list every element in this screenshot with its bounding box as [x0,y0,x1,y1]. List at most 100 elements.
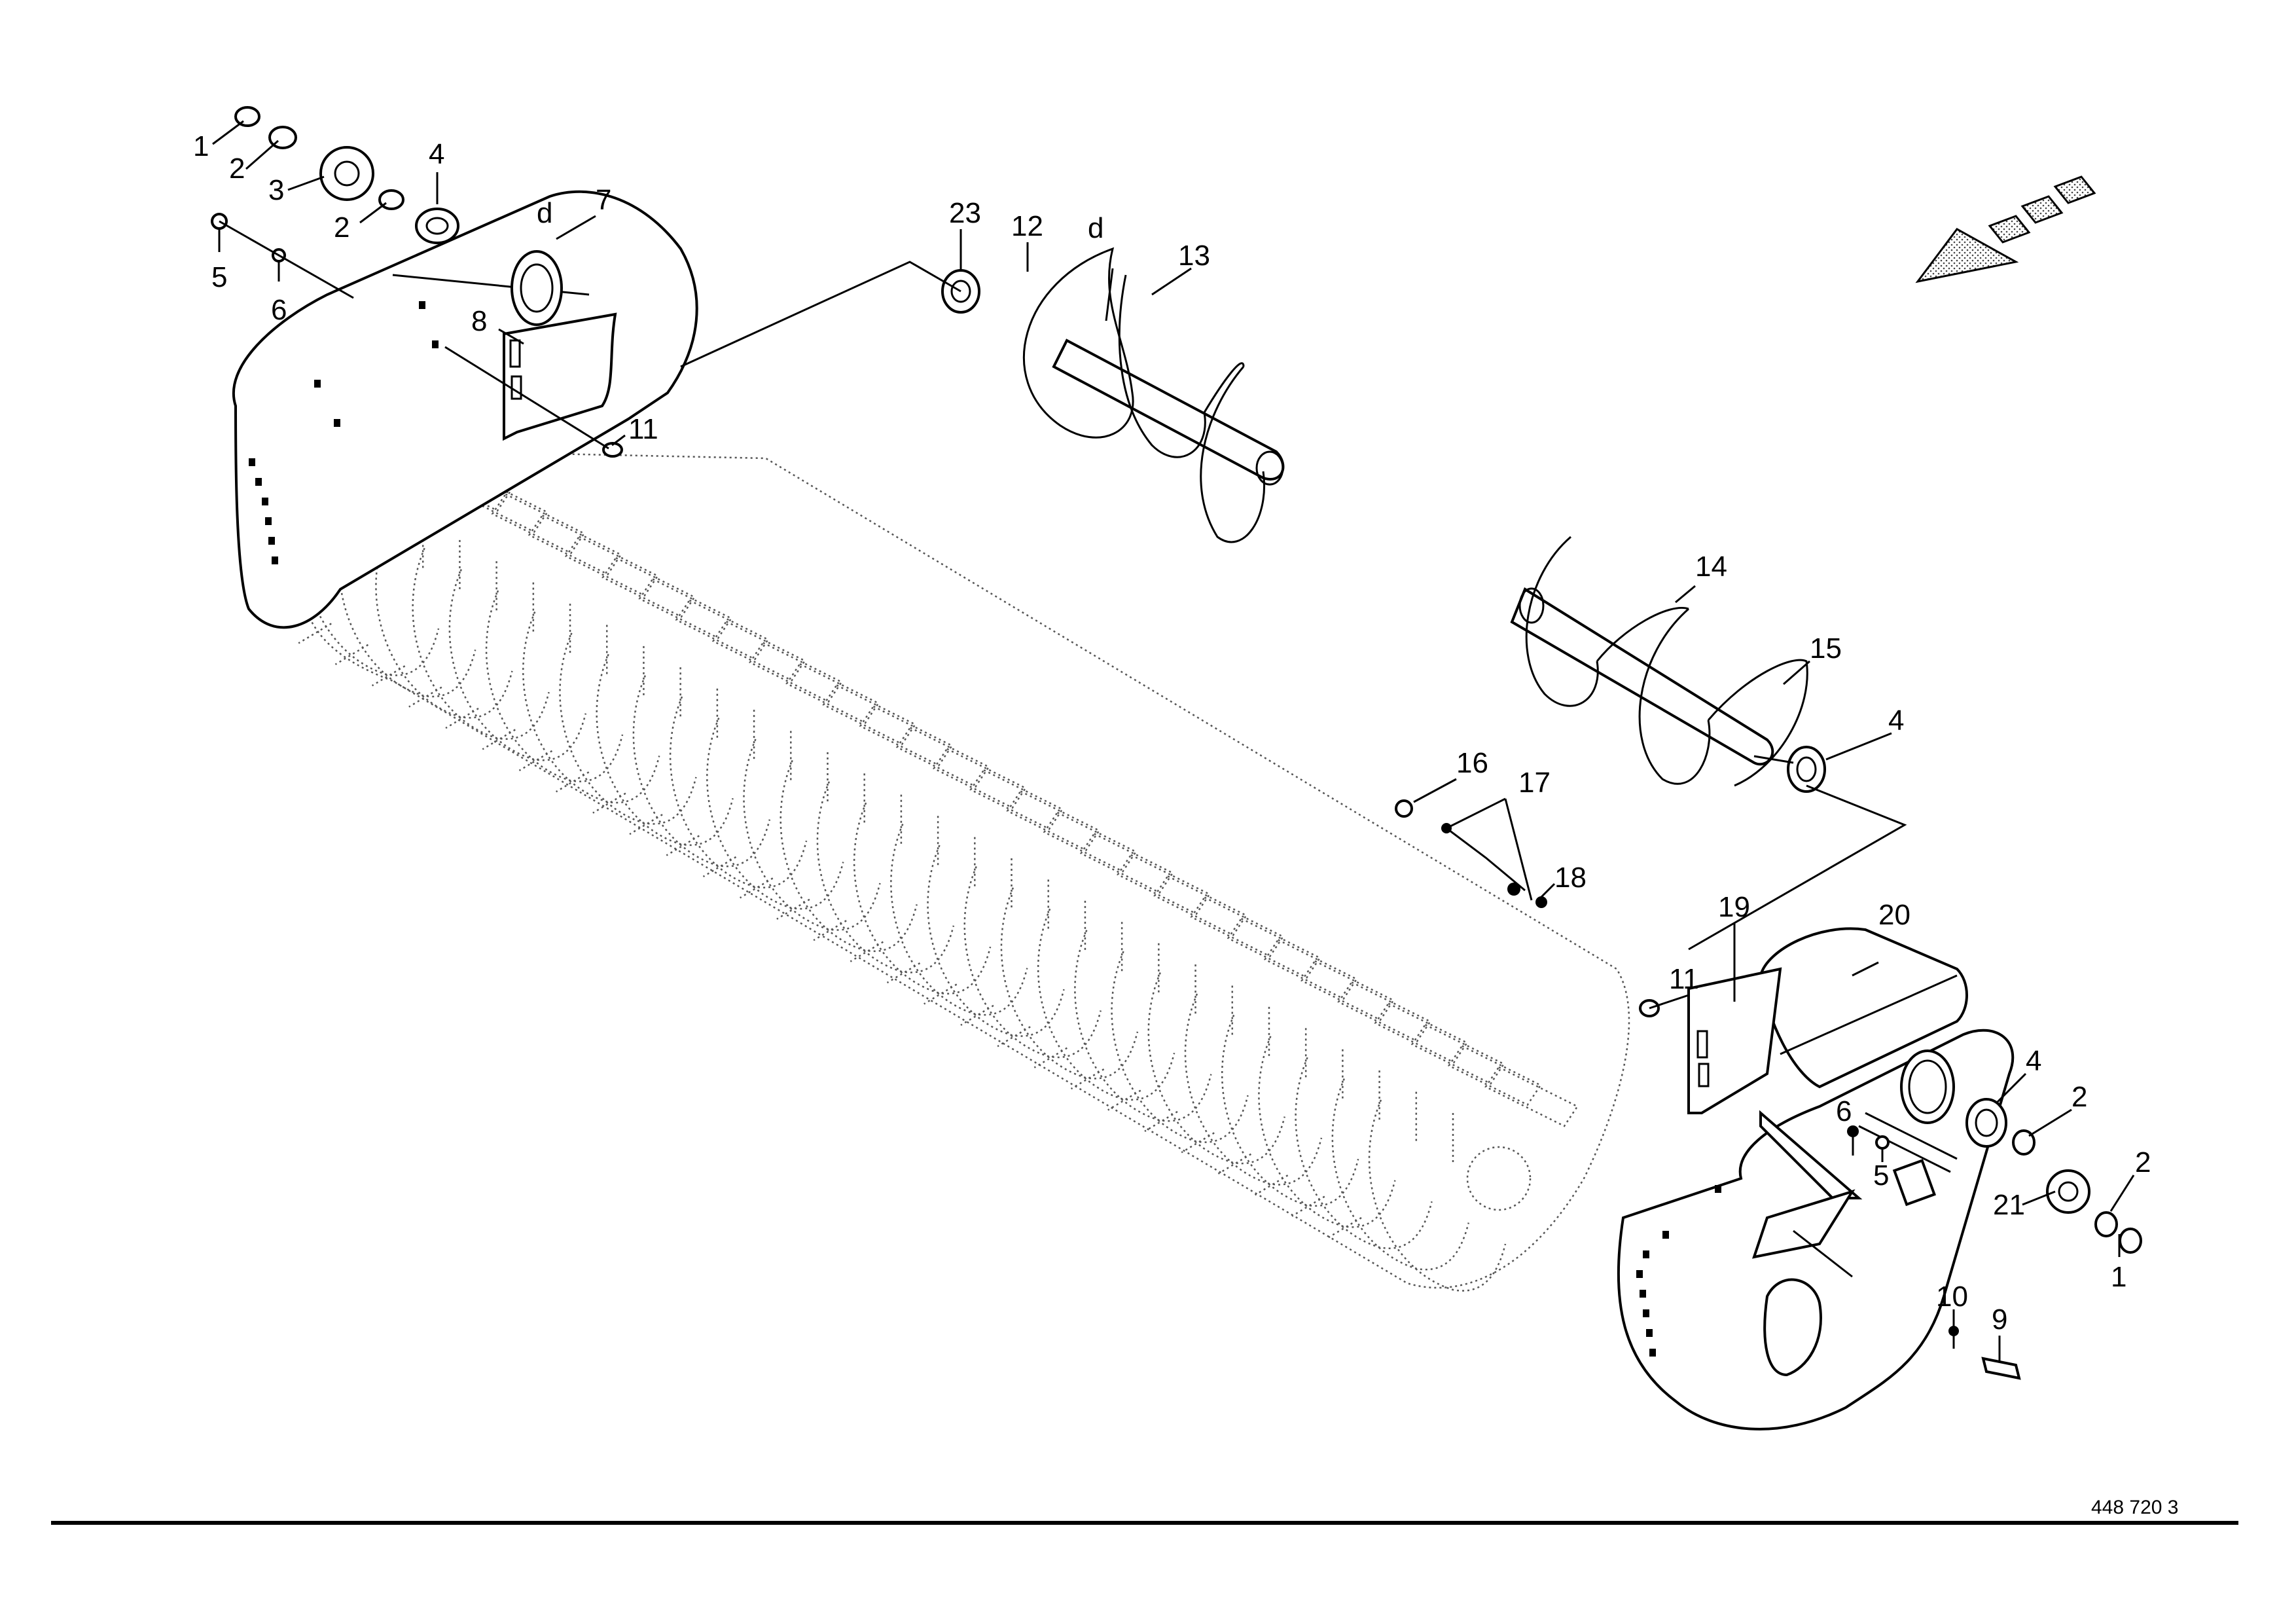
tine-plate [822,684,917,746]
callout-23: 23 [949,197,981,229]
tine [1217,1049,1344,1175]
callout-8: 8 [471,305,487,337]
tine [886,858,1013,984]
tine-plate [1043,811,1138,873]
rotor-disc [485,590,624,782]
left-side-housing [232,190,698,629]
right-hardware [1395,746,2142,1380]
rotor-disc [559,632,697,825]
tine-plate [1484,1066,1579,1127]
callout-3: 3 [268,174,284,206]
tine-plate [1374,1002,1469,1064]
tine-plate [528,514,622,575]
callout-4: 4 [1888,704,1904,737]
callout-4: 4 [2026,1045,2041,1077]
auger-left-13 [1022,247,1285,543]
leader-lines [212,120,2135,1362]
tine-plate [1117,854,1211,915]
callout-15: 15 [1810,632,1842,665]
rotor-disc [522,611,660,804]
callout-1: 1 [2111,1261,2126,1293]
tine [445,604,571,729]
tine-plate [933,748,1027,809]
callout-18: 18 [1554,862,1587,894]
tine [813,816,939,941]
callout-2: 2 [2072,1081,2087,1113]
rotor-disc [1368,1099,1507,1292]
rotor-outline [300,450,1630,1289]
tine-plate [785,663,880,724]
callout-labels: 1 2 3 2 4 5 6 7 8 11 23 12 d d 13 14 15 … [193,130,2151,1336]
tine [629,710,755,835]
callout-16: 16 [1456,747,1488,779]
callout-17: 17 [1518,767,1551,799]
callout-21: 21 [1993,1189,2025,1221]
tine-plate [969,769,1064,830]
tine [1254,1070,1380,1196]
callout-12: 12 [1011,210,1043,242]
rotor-disc [632,675,771,867]
callout-d: d [537,197,552,229]
tine [776,794,903,920]
tine-plate [711,620,806,682]
rotor-disc [412,547,550,740]
tine-plate [454,471,549,534]
rotor-disc [1037,908,1175,1101]
auger-right-14 [1510,536,1808,787]
rotor-disc [780,759,918,953]
rotor-disc [853,802,992,994]
callout-13: 13 [1178,240,1210,272]
rotor-disc [375,526,513,719]
tine-plate [491,493,586,555]
callout-4: 4 [429,138,444,170]
rotor-disc [1074,930,1212,1122]
tine [298,519,424,644]
tine [702,752,829,878]
tine-plate [1337,981,1431,1042]
rotor-disc [743,739,881,931]
tine [1181,1028,1307,1154]
tine [518,646,645,771]
tine-plate [1079,832,1174,894]
rotor-drum [261,450,1630,1292]
tine-plate [638,577,733,640]
drawing-number: 448 720 3 [2091,1497,2178,1518]
tine [1144,1006,1270,1133]
callout-19: 19 [1718,891,1750,923]
tine [924,879,1049,1005]
tine-plate [1447,1044,1542,1106]
callout-10: 10 [1936,1281,1968,1313]
callout-5: 5 [1873,1159,1889,1192]
tine-plate [1153,875,1247,936]
left-hardware [211,106,980,458]
rotor-disc [1147,972,1285,1165]
rotor-disc [301,484,440,676]
callout-1: 1 [193,130,209,162]
direction-arrow [1915,175,2096,283]
callout-2: 2 [2135,1146,2151,1178]
tine [850,837,976,962]
tine-plate [859,705,954,767]
right-side-housing [1617,927,2015,1431]
callout-6: 6 [271,294,287,326]
tine-plate [749,642,843,703]
rotor-disc [1258,1036,1396,1228]
tine-plate [1300,960,1395,1021]
tine-plate [895,726,990,788]
callout-6: 6 [1836,1095,1852,1127]
callout-d: d [1088,212,1103,244]
tine [666,731,792,856]
tine [334,539,461,665]
tine [960,900,1086,1026]
tine-plate [1410,1023,1505,1085]
tine [1291,1091,1418,1217]
callout-2: 2 [229,153,245,185]
tine-plate [1190,896,1285,958]
tine [740,773,865,899]
callout-11: 11 [1669,963,1699,995]
rotor-disc [706,718,844,910]
rotor-disc [669,696,808,888]
rotor-disc [816,781,955,974]
rotor-disc [448,569,587,761]
